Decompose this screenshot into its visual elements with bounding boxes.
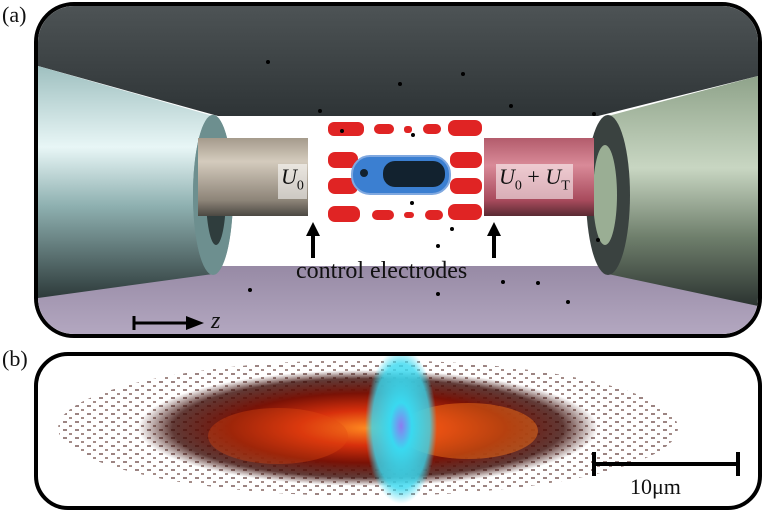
trap-drawing (38, 6, 758, 334)
bottom-trap-wall (38, 266, 758, 334)
right-electrode-voltage-label: U0 + UT (496, 164, 573, 200)
electrode-pointer-arrows (306, 222, 501, 258)
scale-bar-label: 10μm (630, 474, 681, 499)
ion-fluorescence-image (58, 356, 740, 504)
ion-image-panel: 10μm (34, 352, 762, 510)
scale-bar (592, 452, 740, 476)
top-trap-wall (38, 6, 758, 116)
ion-trap-schematic: U0 U0 + UT control electrodes z (34, 2, 762, 338)
panel-a-label: (a) (2, 2, 27, 27)
z-axis-arrow (132, 316, 204, 330)
sympathetic-ion-cloud (365, 356, 437, 504)
red-ion-clusters (328, 120, 482, 222)
left-electrode-voltage-label: U0 (278, 164, 307, 200)
panel-b-label: (b) (2, 346, 28, 371)
z-axis-label: z (211, 308, 221, 334)
control-electrodes-caption: control electrodes (296, 258, 468, 284)
